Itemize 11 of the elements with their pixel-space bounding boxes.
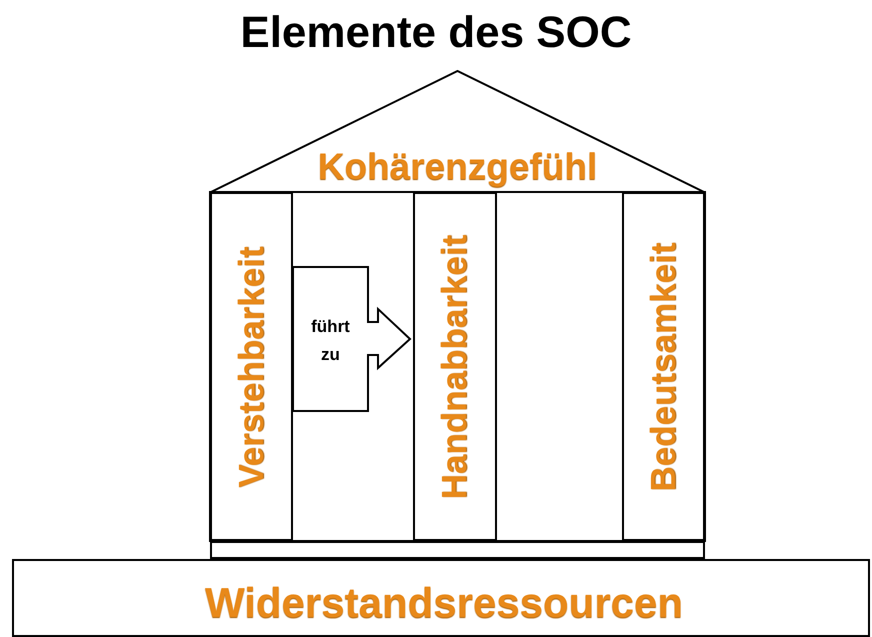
pillar-label: Handnabbarkeit [435, 234, 475, 499]
pillar [413, 192, 497, 541]
pillar-label: Bedeutsamkeit [644, 242, 684, 491]
pillar [210, 192, 293, 541]
roof-label: Kohärenzgefühl [318, 146, 598, 188]
pillar [622, 192, 705, 541]
plinth-bar [210, 541, 705, 559]
foundation-label: Widerstandsressourcen [204, 579, 684, 627]
foundation-box [12, 559, 870, 637]
pillar-label: Verstehbarkeit [232, 246, 272, 488]
title: Elemente des SOC [240, 8, 632, 57]
